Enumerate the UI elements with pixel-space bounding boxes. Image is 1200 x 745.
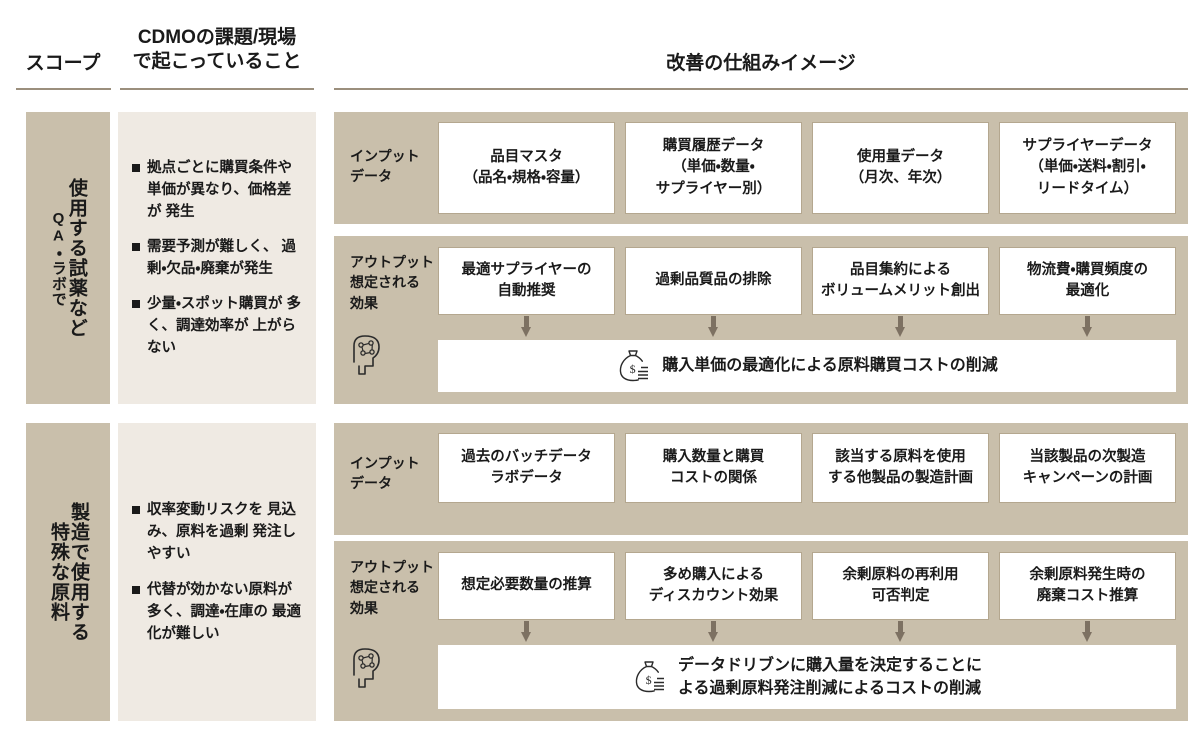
issue-list-2: 収率変動リスクを 見込み、原料を過剰 発注しやすい 代替が効かない原料が 多く、…	[132, 499, 304, 644]
input-panel-2: インプット データ 過去のバッチデータ ラボデータ 購入数量と購買 コストの関係…	[334, 423, 1188, 535]
input-panel-label-1: インプット データ	[350, 148, 420, 185]
summary-inner-2: $ データドリブンに購入量を決定することに よる過剰原料発注削減によるコストの削…	[632, 654, 982, 700]
arrow-row-2	[438, 621, 1176, 645]
scope-cell-2: 製造で使用する 特殊な原料	[26, 423, 110, 721]
input-box: 該当する原料を使用 する他製品の製造計画	[812, 433, 989, 503]
issue-item: 拠点ごとに購買条件や 単価が異なり、価格差が 発生	[132, 157, 304, 223]
arrow-cell	[812, 316, 989, 340]
ai-brain-icon	[353, 335, 380, 375]
ai-brain-icon	[353, 648, 380, 688]
header-rule-mechanism	[334, 88, 1188, 90]
down-arrow-icon	[1082, 316, 1093, 338]
output-box: 余剰原料発生時の 廃棄コスト推算	[999, 552, 1176, 620]
input-box: 過去のバッチデータ ラボデータ	[438, 433, 615, 503]
issue-item: 需要予測が難しく、 過剰・欠品・廃棄が発生	[132, 236, 304, 280]
issue-cell-2: 収率変動リスクを 見込み、原料を過剰 発注しやすい 代替が効かない原料が 多く、…	[118, 423, 316, 721]
scope-label-main-1: 使用する試薬など	[65, 178, 87, 338]
input-box: 購買履歴データ （単価・数量・ サプライヤー別）	[625, 122, 802, 214]
arrow-row-1	[438, 316, 1176, 340]
arrow-cell	[999, 621, 1176, 645]
output-panel-label-1: アウトプット 想定される 効果	[350, 254, 434, 311]
down-arrow-icon	[895, 316, 906, 338]
summary-bar-2: $ データドリブンに購入量を決定することに よる過剰原料発注削減によるコストの削…	[438, 645, 1176, 709]
money-bag-icon: $	[620, 350, 649, 382]
issue-cell-1: 拠点ごとに購買条件や 単価が異なり、価格差が 発生 需要予測が難しく、 過剰・欠…	[118, 112, 316, 404]
scope-band-2: 製造で使用する 特殊な原料 収率変動リスクを 見込み、原料を過剰 発注しやすい …	[0, 423, 1200, 721]
down-arrow-icon	[521, 316, 532, 338]
scope-cell-1: 使用する試薬など QA・ラボで	[26, 112, 110, 404]
input-box: 使用量データ （月次、年次）	[812, 122, 989, 214]
output-box: 想定必要数量の推算	[438, 552, 615, 620]
summary-text-1: 購入単価の最適化による原料購買コストの削減	[662, 357, 998, 375]
issue-item: 収率変動リスクを 見込み、原料を過剰 発注しやすい	[132, 499, 304, 565]
column-headers: スコープ CDMOの課題/現場 で起こっていること 改善の仕組みイメージ	[0, 0, 1200, 96]
output-box: 過剰品質品の排除	[625, 247, 802, 315]
output-box: 多め購入による ディスカウント効果	[625, 552, 802, 620]
input-panel-1: インプット データ 品目マスタ （品名・規格・容量） 購買履歴データ （単価・数…	[334, 112, 1188, 224]
scope-label-main-2: 製造で使用する	[67, 502, 89, 642]
output-panel-2: アウトプット 想定される 効果 想定必要数量の推算 多め購入による ディスカウン…	[334, 541, 1188, 721]
scope-label-sub-1: QA・ラボで	[49, 209, 67, 307]
output-box-row-2: 想定必要数量の推算 多め購入による ディスカウント効果 余剰原料の再利用 可否判…	[438, 552, 1176, 620]
header-mechanism: 改善の仕組みイメージ	[666, 53, 856, 74]
header-scope: スコープ	[25, 53, 101, 74]
issue-item: 代替が効かない原料が 多く、調達・在庫の 最適化が難しい	[132, 579, 304, 645]
input-box: サプライヤーデータ （単価・送料・割引・ リードタイム）	[999, 122, 1176, 214]
scope-band-1: 使用する試薬など QA・ラボで 拠点ごとに購買条件や 単価が異なり、価格差が 発…	[0, 112, 1200, 404]
summary-inner-1: $ 購入単価の最適化による原料購買コストの削減	[616, 346, 998, 386]
input-panel-label-2: インプット データ	[350, 455, 420, 492]
down-arrow-icon	[1082, 621, 1093, 643]
arrow-cell	[625, 621, 802, 645]
issue-item: 少量・スポット購買が 多く、調達効率が 上がらない	[132, 293, 304, 359]
issue-list-1: 拠点ごとに購買条件や 単価が異なり、価格差が 発生 需要予測が難しく、 過剰・欠…	[132, 157, 304, 359]
arrow-cell	[438, 621, 615, 645]
input-box: 品目マスタ （品名・規格・容量）	[438, 122, 615, 214]
arrow-cell	[625, 316, 802, 340]
svg-text:$: $	[630, 362, 636, 376]
input-box-row-2: 過去のバッチデータ ラボデータ 購入数量と購買 コストの関係 該当する原料を使用…	[438, 433, 1176, 503]
output-box-row-1: 最適サプライヤーの 自動推奨 過剰品質品の排除 品目集約による ボリュームメリッ…	[438, 247, 1176, 315]
input-box-row-1: 品目マスタ （品名・規格・容量） 購買履歴データ （単価・数量・ サプライヤー別…	[438, 122, 1176, 214]
output-panel-1: アウトプット 想定される 効果 最適サプライヤーの 自動推奨 過剰品質品の排除 …	[334, 236, 1188, 404]
down-arrow-icon	[895, 621, 906, 643]
output-box: 物流費・購買頻度の 最適化	[999, 247, 1176, 315]
input-box: 当該製品の次製造 キャンペーンの計画	[999, 433, 1176, 503]
summary-text-2: データドリブンに購入量を決定することに よる過剰原料発注削減によるコストの削減	[677, 656, 982, 697]
header-rule-issue	[120, 88, 314, 90]
svg-text:$: $	[646, 673, 652, 687]
output-box: 品目集約による ボリュームメリット創出	[812, 247, 989, 315]
scope-label-sub-2: 特殊な原料	[48, 522, 69, 622]
header-rule-scope	[16, 88, 111, 90]
output-panel-label-2: アウトプット 想定される 効果	[350, 559, 434, 616]
down-arrow-icon	[521, 621, 532, 643]
input-box: 購入数量と購買 コストの関係	[625, 433, 802, 503]
down-arrow-icon	[708, 316, 719, 338]
output-box: 余剰原料の再利用 可否判定	[812, 552, 989, 620]
header-issue: CDMOの課題/現場 で起こっていること	[132, 27, 302, 73]
money-bag-icon: $	[635, 661, 664, 693]
output-box: 最適サプライヤーの 自動推奨	[438, 247, 615, 315]
down-arrow-icon	[708, 621, 719, 643]
arrow-cell	[812, 621, 989, 645]
arrow-cell	[999, 316, 1176, 340]
summary-bar-1: $ 購入単価の最適化による原料購買コストの削減	[438, 340, 1176, 392]
arrow-cell	[438, 316, 615, 340]
